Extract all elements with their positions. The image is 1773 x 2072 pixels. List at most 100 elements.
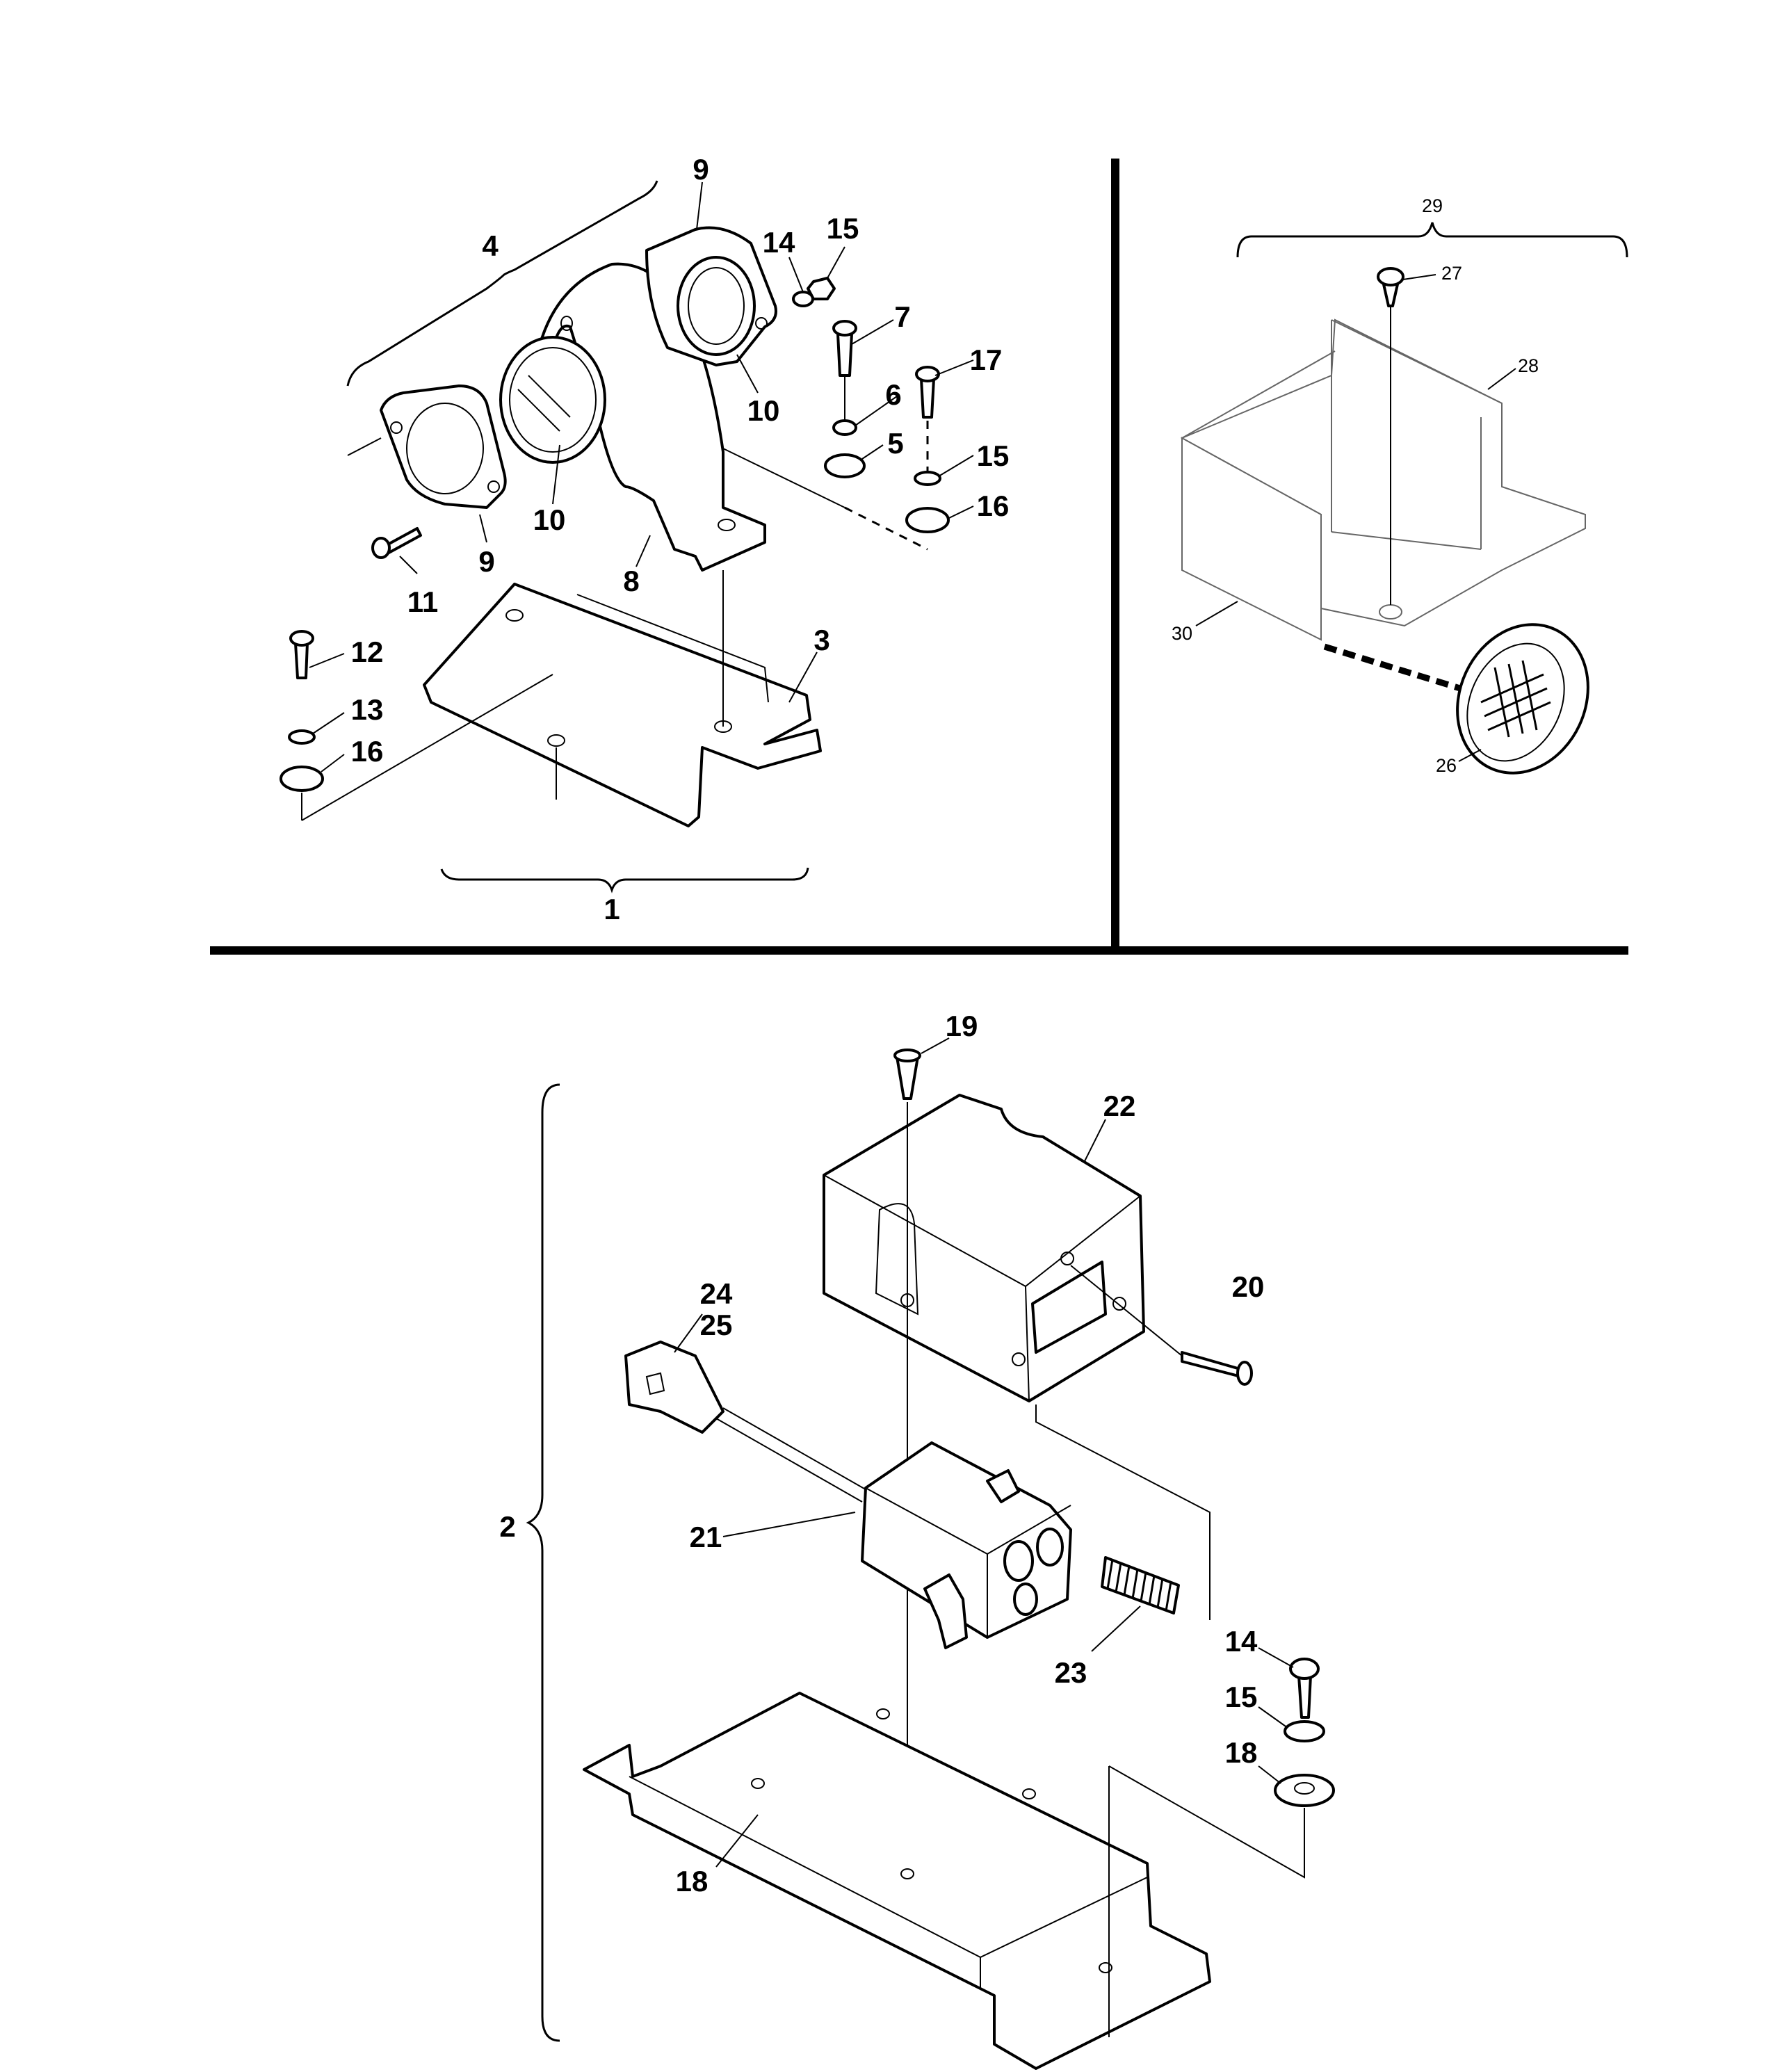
label: 28 xyxy=(1518,355,1539,376)
housing-edge xyxy=(1181,350,1336,439)
plate-hole xyxy=(751,1778,765,1789)
flange-left-bore xyxy=(406,403,484,494)
washer-18 xyxy=(1274,1774,1335,1807)
washer-5 xyxy=(824,453,866,478)
plate-hole xyxy=(876,1708,890,1719)
leader-3 xyxy=(788,651,818,703)
leader-line xyxy=(1035,1405,1211,1620)
label: 15 xyxy=(1225,1681,1258,1713)
leader-22 xyxy=(1084,1119,1106,1162)
switch-port xyxy=(1036,1528,1064,1567)
bottom-panel: 19 22 20 24 25 2 21 23 14 15 18 18 xyxy=(499,1010,1335,2070)
screw-7-head xyxy=(832,320,857,337)
cover-edge xyxy=(1025,1286,1030,1402)
front-panel xyxy=(1181,437,1322,641)
label: 15 xyxy=(827,212,859,245)
leader-24 xyxy=(674,1313,703,1353)
top-left-panel: 9 4 14 15 7 17 6 10 5 15 16 10 9 8 11 12… xyxy=(280,153,1010,925)
label: 17 xyxy=(970,343,1003,376)
housing-edge xyxy=(1331,319,1503,404)
flange-hole xyxy=(390,421,403,434)
leader-15 xyxy=(312,712,345,734)
brace-29 xyxy=(1236,222,1628,258)
leader-26 xyxy=(1458,749,1482,762)
mounting-plate xyxy=(423,583,822,827)
cover-window xyxy=(1031,1261,1107,1354)
label: 30 xyxy=(1172,623,1192,644)
leader-27 xyxy=(1402,274,1436,280)
leader-23 xyxy=(1091,1605,1141,1652)
cover-hole xyxy=(1112,1297,1126,1311)
leader-12 xyxy=(788,257,804,293)
lens-path xyxy=(1323,643,1462,692)
leader-19 xyxy=(921,1037,950,1054)
screw-19-head xyxy=(893,1049,921,1062)
label: 7 xyxy=(894,300,910,333)
flange-hole xyxy=(755,317,768,330)
screw-20 xyxy=(1181,1351,1242,1378)
panel-dividers xyxy=(210,159,1628,955)
label: 25 xyxy=(700,1309,733,1341)
leader-line xyxy=(301,674,553,821)
leader-9 xyxy=(479,514,487,543)
screw-20-head xyxy=(1236,1361,1253,1386)
label: 16 xyxy=(977,489,1010,522)
screw-14 xyxy=(1297,1674,1312,1719)
leader-line xyxy=(1108,1765,1305,1879)
leader-11 xyxy=(399,556,418,574)
plate-hole xyxy=(900,1868,914,1879)
plate-edge xyxy=(576,594,769,703)
label: 3 xyxy=(813,624,829,656)
label: 21 xyxy=(690,1521,722,1553)
bearing-left-inner xyxy=(509,347,597,453)
label: 16 xyxy=(351,735,384,768)
screw-27-head xyxy=(1377,267,1404,286)
lens-26-inner xyxy=(1466,642,1565,762)
washer-6 xyxy=(832,419,857,436)
label: 20 xyxy=(1232,1270,1265,1303)
label: 15 xyxy=(977,439,1010,472)
leader-16 xyxy=(948,505,974,519)
leader-14 xyxy=(1258,1647,1294,1668)
leader-line xyxy=(347,437,382,456)
label: 9 xyxy=(478,545,494,578)
label: 14 xyxy=(1225,1625,1258,1658)
washer-15 xyxy=(288,729,316,745)
label: 29 xyxy=(1422,195,1443,216)
switch-port xyxy=(1013,1583,1038,1616)
switch-tab xyxy=(923,1573,968,1649)
washer-18-bore xyxy=(1294,1782,1315,1795)
bearing-right-inner xyxy=(688,267,745,345)
bearing-shade xyxy=(528,375,571,418)
screw-19 xyxy=(896,1055,919,1100)
nut-13 xyxy=(807,277,836,300)
screw-14-head xyxy=(1289,1658,1320,1680)
leader-8 xyxy=(635,535,651,567)
label: 10 xyxy=(747,394,780,427)
base-plate-18 xyxy=(583,1692,1211,2070)
screw-14 xyxy=(294,642,309,679)
label: 6 xyxy=(885,378,901,411)
label: 4 xyxy=(482,229,499,262)
label: 1 xyxy=(604,893,620,925)
vertical-divider xyxy=(1111,159,1119,955)
plate-hole xyxy=(505,609,524,622)
top-right-panel: 29 27 28 30 26 xyxy=(1172,195,1628,776)
cover-slot xyxy=(875,1203,919,1316)
leader-18 xyxy=(715,1814,759,1868)
label: 19 xyxy=(946,1010,978,1042)
label: 5 xyxy=(887,427,903,460)
screw-7 xyxy=(836,332,853,377)
leader-15 xyxy=(938,455,974,477)
horizontal-divider xyxy=(210,946,1628,955)
cable xyxy=(715,1418,863,1503)
label: 2 xyxy=(499,1510,515,1543)
washer-16 xyxy=(280,766,324,792)
label: 27 xyxy=(1441,263,1462,284)
screw-11-head xyxy=(371,537,391,559)
housing-edge xyxy=(1331,531,1482,550)
connector-pin xyxy=(645,1372,665,1395)
switch-port xyxy=(1003,1540,1034,1582)
pedestal-hole xyxy=(560,316,573,331)
